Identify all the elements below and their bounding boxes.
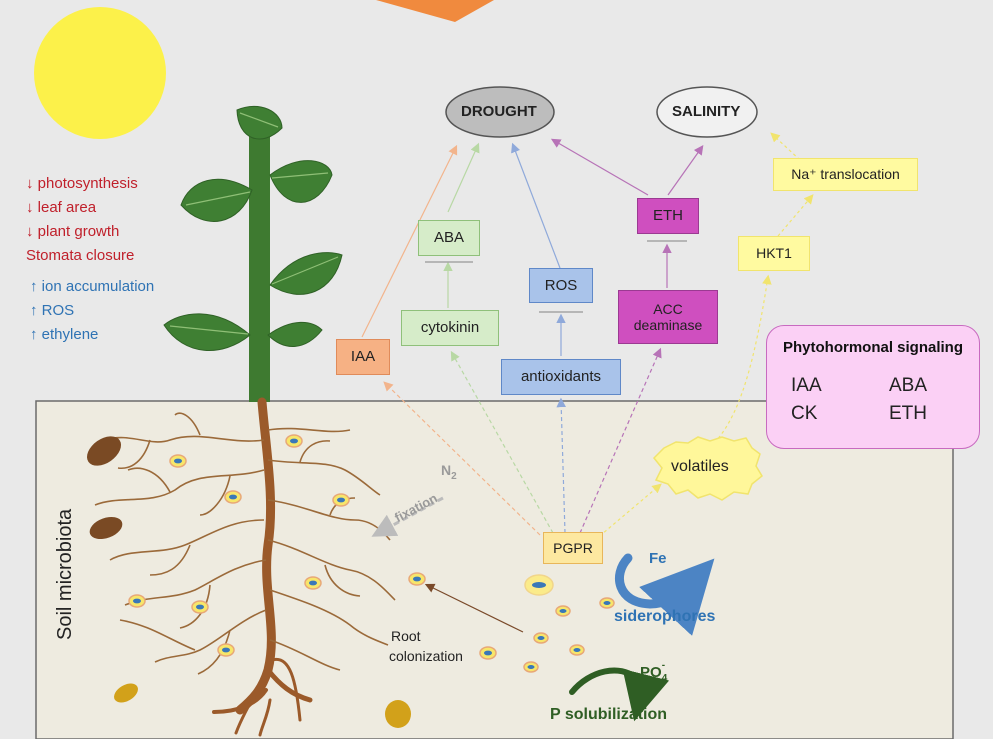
orange-flame-shape	[376, 0, 494, 22]
siderophores-label: siderophores	[614, 608, 716, 625]
phytohormonal-title: Phytohormonal signaling	[782, 339, 963, 356]
po4-superscript: -	[661, 660, 666, 671]
n2-label: N2	[441, 462, 457, 482]
acc-deaminase-box: ACC deaminase	[618, 290, 718, 344]
p-curved-arrow	[569, 667, 670, 722]
decrease-effects-list: ↓ photosynthesis ↓ leaf area ↓ plant gro…	[26, 172, 138, 268]
root-colonization-line1: Root	[391, 628, 421, 644]
up-hormone-iaa: IAA	[791, 375, 822, 396]
up-hormone-ck: CK	[791, 403, 818, 424]
aba-box: ABA	[418, 220, 480, 256]
plant-leaves	[163, 105, 343, 351]
down-hormone-aba: ABA	[889, 375, 928, 396]
effect-ethylene: ↑ ethylene	[30, 326, 99, 343]
effect-stomata-closure: Stomata closure	[26, 247, 135, 264]
p-solubilization-label: P solubilization	[550, 706, 668, 723]
n2-symbol: N	[441, 462, 452, 478]
effect-photosynthesis: ↓ photosynthesis	[26, 175, 138, 192]
upregulated-hormones: IAA CK	[791, 372, 822, 428]
downregulated-hormones: ABA ETH	[889, 372, 927, 428]
antioxidants-box: antioxidants	[501, 359, 621, 395]
drought-ellipse	[445, 86, 555, 138]
salinity-ellipse	[656, 86, 758, 138]
po4-subscript: 4	[661, 673, 668, 684]
pgpr-box: PGPR	[543, 532, 603, 564]
fe-label: Fe	[649, 550, 667, 567]
cytokinin-box: cytokinin	[401, 310, 499, 346]
fe-curved-arrow	[615, 553, 715, 636]
soil-particles	[86, 436, 411, 728]
effect-leaf-area: ↓ leaf area	[26, 199, 97, 216]
effect-ros: ↑ ROS	[30, 302, 75, 319]
effect-plant-growth: ↓ plant growth	[26, 223, 120, 240]
increase-effects-list: ↑ ion accumulation ↑ ROS ↑ ethylene	[30, 275, 154, 347]
hkt1-box: HKT1	[738, 236, 810, 271]
down-hormone-eth: ETH	[889, 403, 927, 424]
soil-microbiota-label: Soil microbiota	[54, 508, 76, 640]
root-colonization-label: Root colonization	[389, 626, 463, 666]
po4-label: PO-4	[640, 660, 668, 684]
po4-charge: -4	[661, 660, 668, 684]
n2-subscript: 2	[451, 470, 457, 482]
acc-line1: ACC	[653, 300, 683, 317]
eth-box: ETH	[637, 198, 699, 234]
lateral-roots	[94, 412, 396, 675]
root-colonization-line2: colonization	[389, 648, 463, 664]
salinity-label: SALINITY	[672, 103, 741, 120]
iaa-box: IAA	[336, 339, 390, 375]
bacteria-cells	[128, 434, 615, 673]
po4-symbol: PO	[640, 664, 662, 681]
effect-ion-accumulation: ↑ ion accumulation	[30, 278, 155, 295]
soil-area	[35, 400, 954, 739]
na-translocation-box: Na⁺ translocation	[773, 158, 918, 191]
volatiles-label: volatiles	[671, 458, 729, 475]
volatiles-burst	[652, 436, 763, 501]
phytohormonal-signaling-panel: Phytohormonal signaling IAA CK ABA ETH	[766, 325, 980, 449]
ros-box: ROS	[529, 268, 593, 303]
drought-label: DROUGHT	[461, 103, 537, 120]
root-system	[212, 397, 313, 737]
sun-icon	[34, 7, 166, 139]
plant-stem	[249, 132, 270, 402]
acc-line2: deaminase	[633, 317, 703, 333]
